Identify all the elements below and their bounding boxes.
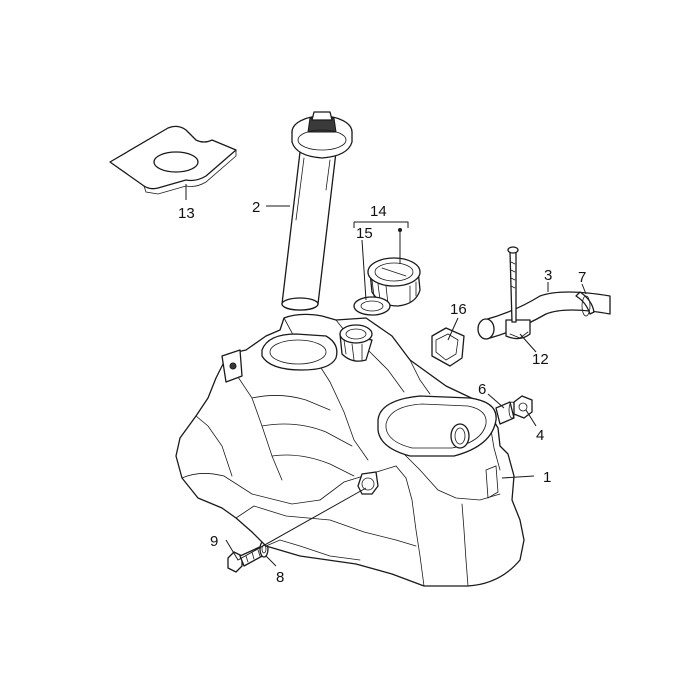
leader-14 xyxy=(353,221,409,228)
hose-clamp xyxy=(575,291,595,317)
leader-16 xyxy=(447,317,459,341)
leader-6 xyxy=(487,393,505,409)
leader-12 xyxy=(519,333,537,353)
leader-1 xyxy=(501,475,535,479)
leader-15 xyxy=(361,239,367,301)
callout-6: 6 xyxy=(478,381,486,398)
filler-neck-tube xyxy=(281,111,353,311)
callout-16: 16 xyxy=(450,301,467,318)
gasket-plate xyxy=(109,125,237,195)
rubber-clip xyxy=(431,327,465,367)
callout-4: 4 xyxy=(536,427,544,444)
callout-9: 9 xyxy=(210,533,218,550)
callout-2: 2 xyxy=(252,199,260,216)
callout-14: 14 xyxy=(370,203,387,220)
callout-13: 13 xyxy=(178,205,195,222)
fuel-cap xyxy=(367,257,421,307)
hose-bolt xyxy=(507,246,519,323)
leader-9 xyxy=(225,487,367,561)
leader-7 xyxy=(581,283,587,295)
cap-seal-ring xyxy=(353,296,391,316)
callout-12: 12 xyxy=(532,351,549,368)
leader-4 xyxy=(525,409,537,427)
callout-8: 8 xyxy=(276,569,284,586)
callout-labels: 1 2 3 4 6 7 8 9 12 13 14 15 16 xyxy=(178,199,586,586)
callout-7: 7 xyxy=(578,269,586,286)
fuel-tank xyxy=(175,313,525,587)
leader-14-dot xyxy=(398,228,402,232)
spacer xyxy=(495,401,516,425)
callout-1: 1 xyxy=(543,469,551,486)
breather-hose xyxy=(477,291,611,340)
callout-15: 15 xyxy=(356,225,373,242)
callout-3: 3 xyxy=(544,267,552,284)
leader-lines xyxy=(185,184,587,567)
hose-clip xyxy=(505,319,531,340)
leader-8 xyxy=(265,555,277,567)
